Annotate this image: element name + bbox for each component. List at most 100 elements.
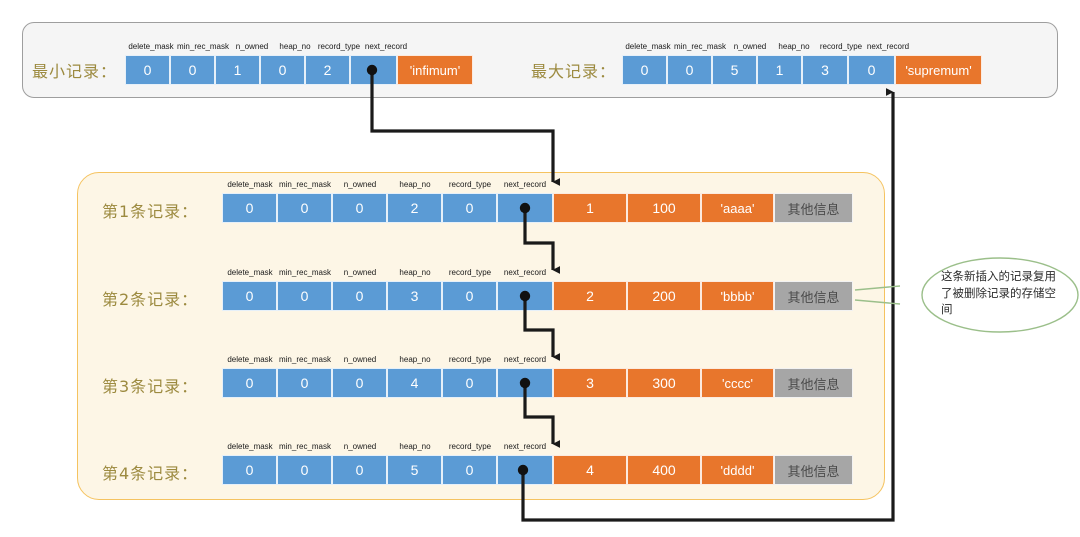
min-record-label: 最小记录： <box>32 62 118 81</box>
header-min-rec-mask-min: min_rec_mask <box>176 42 230 51</box>
r2-cell-delete-mask: 0 <box>222 281 277 311</box>
min-cell-next-record <box>350 55 397 85</box>
header-delete-mask-r2: delete_mask <box>227 268 273 277</box>
header-delete-mask-max: delete_mask <box>625 42 671 51</box>
record-3-label: 第3条记录： <box>102 377 199 396</box>
record-3-strip: 0 0 0 4 0 3 300 'cccc' 其他信息 <box>222 368 853 398</box>
max-cell-min-rec-mask: 0 <box>667 55 712 85</box>
r4-cell-next-record <box>497 455 553 485</box>
r1-col-2: 100 <box>627 193 701 223</box>
header-heap-no-r3: heap_no <box>399 355 431 364</box>
r1-cell-next-record <box>497 193 553 223</box>
header-record-type-r4: record_type <box>448 442 492 451</box>
min-cell-min-rec-mask: 0 <box>170 55 215 85</box>
header-n-owned-r3: n_owned <box>343 355 377 364</box>
min-cell-infimum-value: 'infimum' <box>397 55 473 85</box>
header-delete-mask-r1: delete_mask <box>227 180 273 189</box>
r4-cell-delete-mask: 0 <box>222 455 277 485</box>
max-cell-record-type: 3 <box>802 55 848 85</box>
r1-cell-min-rec-mask: 0 <box>277 193 332 223</box>
r4-col-2: 400 <box>627 455 701 485</box>
r4-cell-min-rec-mask: 0 <box>277 455 332 485</box>
header-n-owned-r1: n_owned <box>343 180 377 189</box>
record-1-strip: 0 0 0 2 0 1 100 'aaaa' 其他信息 <box>222 193 853 223</box>
max-record-label: 最大记录： <box>531 62 617 81</box>
record-4-strip: 0 0 0 5 0 4 400 'dddd' 其他信息 <box>222 455 853 485</box>
max-cell-supremum-value: 'supremum' <box>895 55 982 85</box>
header-next-record-min: next_record <box>364 42 408 51</box>
r3-cell-next-record <box>497 368 553 398</box>
r3-col-2: 300 <box>627 368 701 398</box>
record-2-strip: 0 0 0 3 0 2 200 'bbbb' 其他信息 <box>222 281 853 311</box>
header-heap-no-max: heap_no <box>778 42 810 51</box>
r3-col-1: 3 <box>553 368 627 398</box>
header-min-rec-mask-max: min_rec_mask <box>673 42 727 51</box>
header-min-rec-mask-r4: min_rec_mask <box>278 442 332 451</box>
max-cell-next-record: 0 <box>848 55 895 85</box>
r2-col-2: 200 <box>627 281 701 311</box>
r3-other-info: 其他信息 <box>774 368 853 398</box>
header-delete-mask-r4: delete_mask <box>227 442 273 451</box>
min-record-strip: 0 0 1 0 2 'infimum' <box>125 55 473 85</box>
header-next-record-r2: next_record <box>503 268 547 277</box>
r2-other-info: 其他信息 <box>774 281 853 311</box>
max-cell-delete-mask: 0 <box>622 55 667 85</box>
r3-cell-heap-no: 4 <box>387 368 442 398</box>
min-cell-n-owned: 1 <box>215 55 260 85</box>
header-delete-mask-min: delete_mask <box>128 42 174 51</box>
header-delete-mask-r3: delete_mask <box>227 355 273 364</box>
header-n-owned-min: n_owned <box>235 42 269 51</box>
r4-cell-record-type: 0 <box>442 455 497 485</box>
header-next-record-r1: next_record <box>503 180 547 189</box>
r3-cell-record-type: 0 <box>442 368 497 398</box>
header-record-type-r2: record_type <box>448 268 492 277</box>
r1-cell-heap-no: 2 <box>387 193 442 223</box>
r3-cell-min-rec-mask: 0 <box>277 368 332 398</box>
header-n-owned-max: n_owned <box>733 42 767 51</box>
min-cell-heap-no: 0 <box>260 55 305 85</box>
header-min-rec-mask-r1: min_rec_mask <box>278 180 332 189</box>
r2-col-1: 2 <box>553 281 627 311</box>
header-n-owned-r2: n_owned <box>343 268 377 277</box>
record-4-label: 第4条记录： <box>102 464 199 483</box>
r4-cell-heap-no: 5 <box>387 455 442 485</box>
header-heap-no-r1: heap_no <box>399 180 431 189</box>
record-1-label: 第1条记录： <box>102 202 199 221</box>
r4-col-3: 'dddd' <box>701 455 774 485</box>
r2-cell-n-owned: 0 <box>332 281 387 311</box>
header-record-type-min: record_type <box>317 42 361 51</box>
r4-col-1: 4 <box>553 455 627 485</box>
r2-cell-next-record <box>497 281 553 311</box>
r1-other-info: 其他信息 <box>774 193 853 223</box>
r2-col-3: 'bbbb' <box>701 281 774 311</box>
header-next-record-r3: next_record <box>503 355 547 364</box>
r1-col-1: 1 <box>553 193 627 223</box>
max-cell-heap-no: 1 <box>757 55 802 85</box>
r2-cell-min-rec-mask: 0 <box>277 281 332 311</box>
header-heap-no-r4: heap_no <box>399 442 431 451</box>
header-next-record-r4: next_record <box>503 442 547 451</box>
header-heap-no-r2: heap_no <box>399 268 431 277</box>
r1-cell-delete-mask: 0 <box>222 193 277 223</box>
r1-col-3: 'aaaa' <box>701 193 774 223</box>
max-record-strip: 0 0 5 1 3 0 'supremum' <box>622 55 982 85</box>
min-cell-record-type: 2 <box>305 55 350 85</box>
header-record-type-r3: record_type <box>448 355 492 364</box>
callout-text: 这条新插入的记录复用了被删除记录的存储空间 <box>941 269 1056 317</box>
max-cell-n-owned: 5 <box>712 55 757 85</box>
record-2-label: 第2条记录： <box>102 290 199 309</box>
r2-cell-heap-no: 3 <box>387 281 442 311</box>
r3-cell-n-owned: 0 <box>332 368 387 398</box>
r4-other-info: 其他信息 <box>774 455 853 485</box>
header-min-rec-mask-r2: min_rec_mask <box>278 268 332 277</box>
r2-cell-record-type: 0 <box>442 281 497 311</box>
header-n-owned-r4: n_owned <box>343 442 377 451</box>
r3-col-3: 'cccc' <box>701 368 774 398</box>
header-min-rec-mask-r3: min_rec_mask <box>278 355 332 364</box>
r3-cell-delete-mask: 0 <box>222 368 277 398</box>
header-heap-no-min: heap_no <box>279 42 311 51</box>
header-record-type-max: record_type <box>819 42 863 51</box>
callout-container: 这条新插入的记录复用了被删除记录的存储空间 <box>925 258 1071 332</box>
header-record-type-r1: record_type <box>448 180 492 189</box>
r1-cell-n-owned: 0 <box>332 193 387 223</box>
